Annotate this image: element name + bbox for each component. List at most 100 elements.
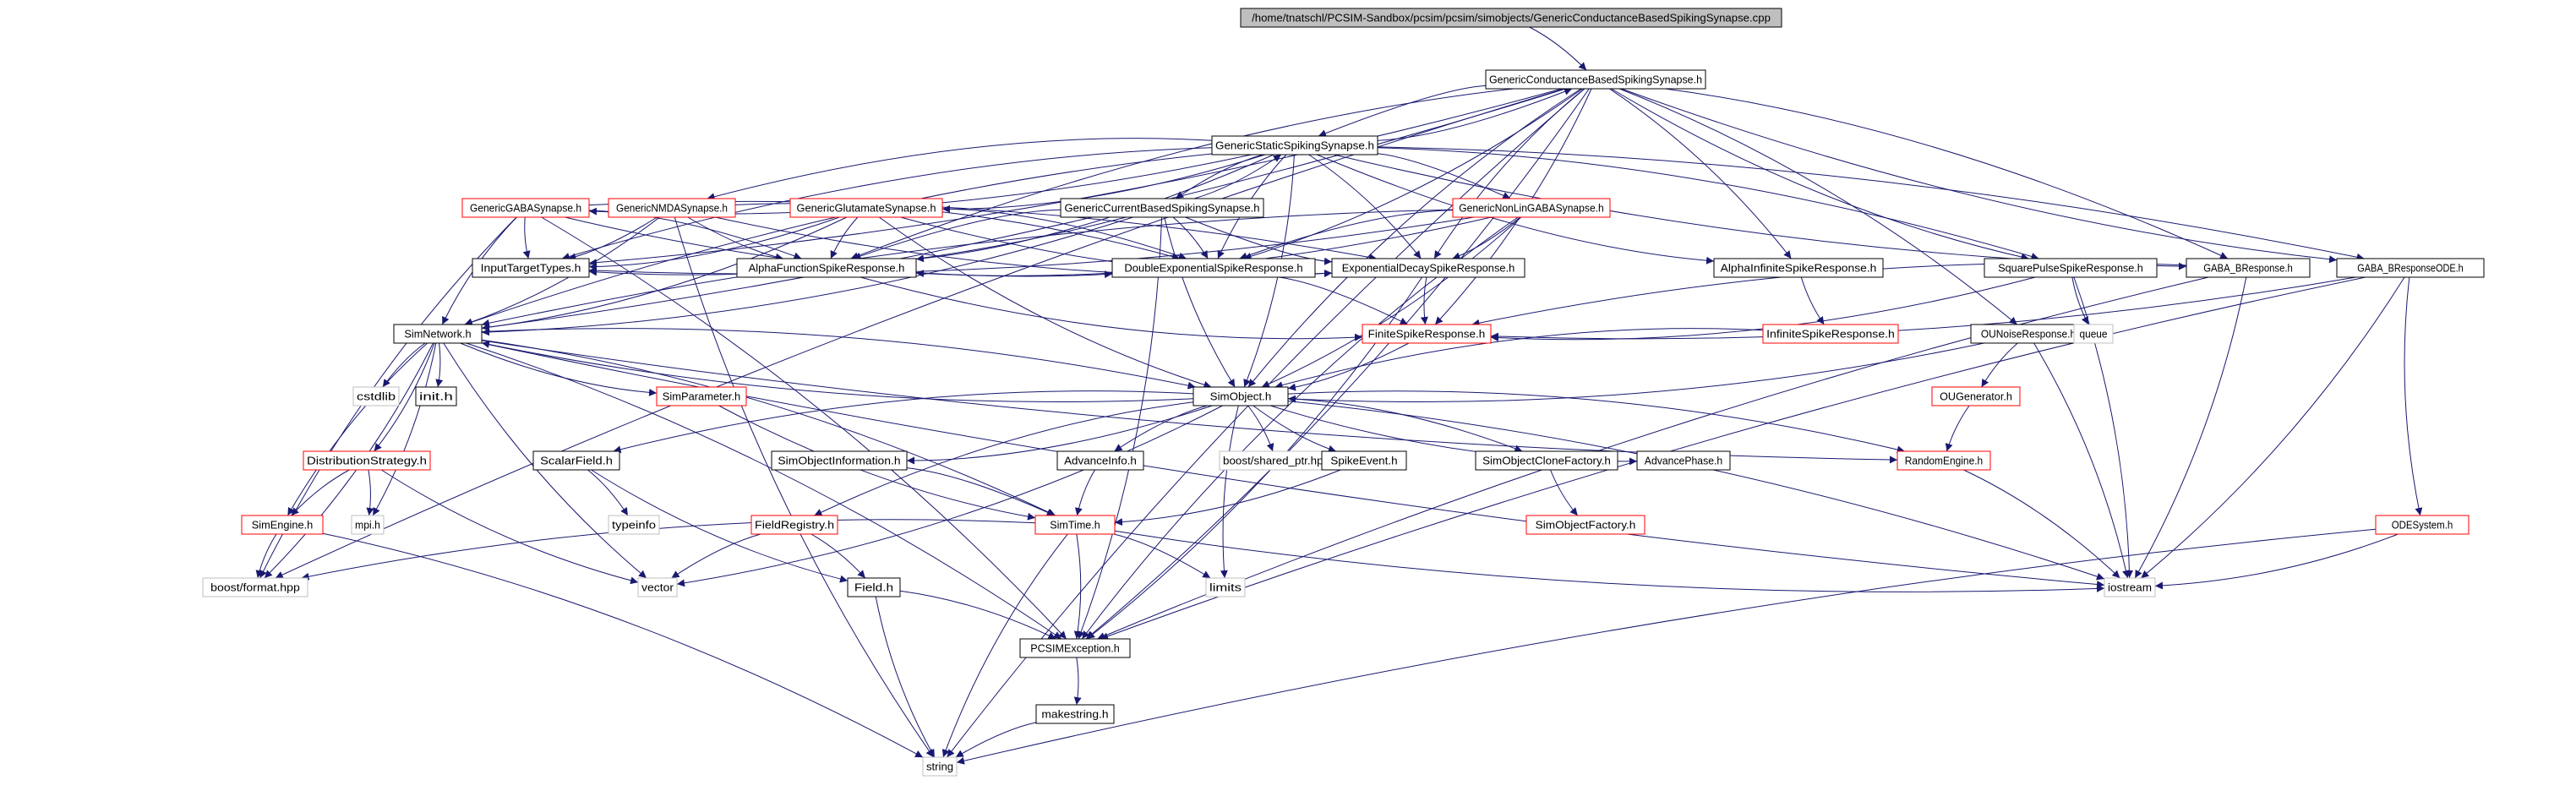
node-simparameter-h[interactable]: SimParameter.h [656,386,747,406]
node-makestring-h[interactable]: makestring.h [1035,704,1115,724]
node-infinitespikeresponse-h[interactable]: InfiniteSpikeResponse.h [1762,324,1899,344]
node-genericconductancebasedspikingsynapse-h[interactable]: GenericConductanceBasedSpikingSynapse.h [1485,69,1706,90]
node-genericglutamatesynapse-h[interactable]: GenericGlutamateSynapse.h [789,198,943,218]
node-box [922,756,958,777]
node-simnetwork-h[interactable]: SimNetwork.h [393,324,483,344]
edge-spsr-to-queue [2071,276,2089,325]
node-box [351,515,385,535]
node-vector[interactable]: vector [637,577,678,597]
node-label: SquarePulseSpikeResponse.h [1998,262,2143,275]
edge-edsr-to-fsr [1420,276,1428,325]
node-box [532,450,620,471]
edge-simnet-to-cstdlib [382,342,426,388]
edge-ounr-to-simobj [1287,342,1984,403]
node-limits[interactable]: limits [1205,577,1246,597]
node-label: SimTime.h [1050,519,1100,532]
node-doubleexponentialspikeresponse-h[interactable]: DoubleExponentialSpikeResponse.h [1111,258,1316,278]
node-genericnmdasynapse-h[interactable]: GenericNMDASynapse.h [608,198,736,218]
node-cstdlib[interactable]: cstdlib [352,386,400,406]
node-scalarfield-h[interactable]: ScalarField.h [532,450,620,471]
node-ougenerator-h[interactable]: OUGenerator.h [1931,386,2021,406]
edge-simnet-to-mpi [372,342,437,516]
node-alphafunctionspikeresponse-h[interactable]: AlphaFunctionSpikeResponse.h [736,258,917,278]
node-box [1636,450,1731,471]
edge-simobj-to-randeng [1287,390,1905,454]
node-pcsimexception-h[interactable]: PCSIMException.h [1019,638,1131,658]
node-box [1205,577,1246,597]
edge-gcbss-to-pcsimexc [1085,88,1590,640]
node-simobject-h[interactable]: SimObject.h [1192,386,1289,406]
node-boost-shared-ptr-hpp[interactable]: boost/shared_ptr.hpp [1219,450,1334,471]
node-advanceinfo-h[interactable]: AdvanceInfo.h [1056,450,1144,471]
node-distributionstrategy-h[interactable]: DistributionStrategy.h [303,450,431,471]
node-odesystem-h[interactable]: ODESystem.h [2375,515,2470,535]
edge-gababode-to-pcsimexc [1100,276,2366,641]
node-label: limits [1209,581,1242,594]
node-boost-format-hpp[interactable]: boost/format.hpp [202,577,308,597]
edge-simobj-to-sharedptr [1247,405,1274,452]
node-alphainfinitespikeresponse-h[interactable]: AlphaInfiniteSpikeResponse.h [1713,258,1884,278]
node-string[interactable]: string [922,756,958,777]
node-exponentialdecayspikeresponse-h[interactable]: ExponentialDecaySpikeResponse.h [1331,258,1525,278]
node-finitespikeresponse-h[interactable]: FiniteSpikeResponse.h [1362,324,1492,344]
node-genericgabasynapse-h[interactable]: GenericGABASynapse.h [461,198,590,218]
edge-gglu-to-simnet [481,216,848,331]
edge-simobj-to-scalar [613,390,1194,454]
node-gaba-bresponse-h[interactable]: GABA_BResponse.h [2186,258,2311,278]
node-queue[interactable]: queue [2073,324,2114,344]
node-simobjectfactory-h[interactable]: SimObjectFactory.h [1525,515,1645,535]
node-box [637,577,678,597]
node-genericcurrentbasedspikingsynapse-h[interactable]: GenericCurrentBasedSpikingSynapse.h [1060,198,1264,218]
node-fieldregistry-h[interactable]: FieldRegistry.h [750,515,838,535]
edge-scalar-to-typeinfo [587,469,629,516]
edge-gcbss-to-simnet [481,88,1566,331]
node-box [789,198,943,218]
node-randomengine-h[interactable]: RandomEngine.h [1897,450,1991,471]
node-label: AdvanceInfo.h [1064,455,1137,467]
edge-simtime-to-pcsimexc [1073,533,1082,640]
edge-gcbss-to-gabab [1665,88,2229,259]
node-label: mpi.h [355,519,380,532]
edge-gcbss-to-desr [1243,88,1583,260]
node-label: SimObject.h [1210,390,1272,403]
node-genericnonlingabasynapse-h[interactable]: GenericNonLinGABASynapse.h [1452,198,1611,218]
node-advancephase-h[interactable]: AdvancePhase.h [1636,450,1731,471]
node-inputtargettypes-h[interactable]: InputTargetTypes.h [472,258,590,278]
node-squarepulsespikeresponse-h[interactable]: SquarePulseSpikeResponse.h [1984,258,2158,278]
edge-advinfo-to-simtime [1074,469,1095,516]
node-ounoiseresponse-h[interactable]: OUNoiseResponse.h [1970,324,2087,344]
edge-simparam-to-simtime [718,405,1036,521]
node-box [1713,258,1884,278]
edge-clonefac-to-simobjfac [1550,469,1579,516]
node-iostream[interactable]: iostream [2104,577,2156,597]
node-box [1019,638,1131,658]
node-typeinfo[interactable]: typeinfo [608,515,660,535]
edge-ggaba-to-pcsimexc [541,216,1067,640]
edge-field-to-string [875,596,936,758]
node-simobjectinformation-h[interactable]: SimObjectInformation.h [771,450,908,471]
edge-gglu-to-afsr [830,216,859,259]
node-simobjectclonefactory-h[interactable]: SimObjectCloneFactory.h [1475,450,1618,471]
node-genericstaticspikingsynapse-h[interactable]: GenericStaticSpikingSynapse.h [1211,135,1378,155]
node-simengine-h[interactable]: SimEngine.h [241,515,324,535]
node-home-tnatschl-pcsim-sandbox-pcsim-pcsim-simobjects-genericconductancebasedspikingsynapse-cpp[interactable]: /home/tnatschl/PCSIM-Sandbox/pcsim/pcsim… [1240,8,1782,28]
edge-gsss-to-gnonlin [1377,153,1511,199]
edge-simnet-to-diststrat [374,342,435,452]
node-box [2375,515,2470,535]
edge-gsss-to-simnet [464,153,1213,326]
node-label: InputTargetTypes.h [481,262,581,275]
node-field-h[interactable]: Field.h [847,577,901,597]
edge-simtime-to-iostream [1114,530,2105,592]
node-label: makestring.h [1041,708,1108,721]
edge-gsss-to-aisr [1317,154,1715,265]
edge-gnmda-to-afsr [687,216,783,261]
edge-gnmda-to-itt [568,216,658,261]
node-mpi-h[interactable]: mpi.h [351,515,385,535]
node-spikeevent-h[interactable]: SpikeEvent.h [1321,450,1407,471]
node-box [1452,198,1611,218]
node-init-h[interactable]: init.h [415,386,457,406]
node-simtime-h[interactable]: SimTime.h [1034,515,1116,535]
node-gaba-bresponseode-h[interactable]: GABA_BResponseODE.h [2336,258,2485,278]
edge-diststrat-to-simengine [291,469,350,516]
edge-gcbss-to-aisr [1609,88,1792,259]
